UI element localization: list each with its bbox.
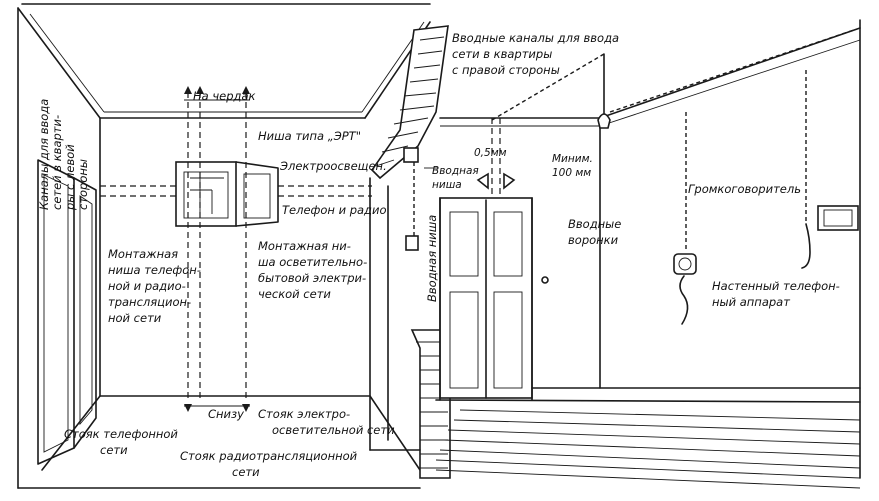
label-riser-phone: Стояк телефонной сети	[64, 427, 182, 457]
label-left-channels: Каналы для ввода сетей в кварти- ры с ле…	[37, 95, 90, 211]
entry-wall	[369, 118, 549, 451]
label-loudspeaker: Громкоговоритель	[688, 182, 801, 196]
label-entry-funnels: Вводные воронки	[568, 217, 625, 247]
right-room	[435, 19, 861, 489]
diagram-labels: Каналы для ввода сетей в кварти- ры с ле…	[37, 31, 843, 479]
label-riser-radio: Стояк радиотрансляционной сети	[180, 449, 361, 479]
loudspeaker	[801, 205, 859, 269]
label-entry-niche: Вводная ниша	[432, 165, 482, 191]
label-mount-niche-light: Монтажная ни- ша осветительно- бытовой э…	[258, 239, 371, 301]
label-from-below: Снизу	[208, 407, 244, 421]
label-min-100: Миним. 100 мм	[552, 153, 596, 179]
label-entry-niche-vertical: Вводная ниша	[425, 215, 439, 302]
label-phone-radio: Телефон и радио	[282, 203, 387, 217]
entry-door	[439, 197, 533, 401]
label-riser-light: Стояк электро- осветительной сети	[258, 407, 395, 437]
left-room	[17, 3, 431, 489]
label-niche-ept: Ниша типа „ЭРТ"	[258, 129, 361, 143]
label-gap-05: 0,5мм	[474, 147, 507, 159]
niche-box	[175, 161, 279, 227]
wall-phone	[673, 253, 697, 325]
label-to-attic: На чердак	[193, 89, 256, 103]
label-wall-phone: Настенный телефон- ный аппарат	[712, 279, 843, 309]
label-electric-lighting: Электроосвещен.	[279, 159, 387, 173]
label-entry-channels-right: Вводные каналы для ввода сети в квартиры…	[452, 31, 623, 77]
label-mount-niche-phone: Монтажная ниша телефон- ной и радио- тра…	[108, 247, 205, 325]
